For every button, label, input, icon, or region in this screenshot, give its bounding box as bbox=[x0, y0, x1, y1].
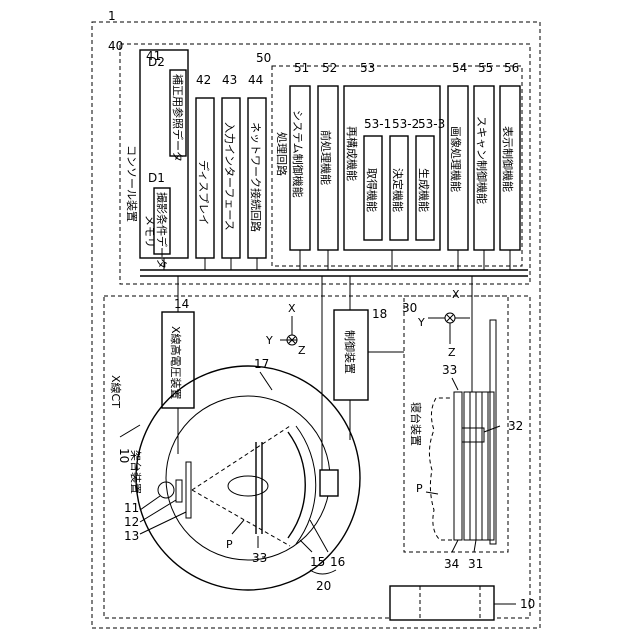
display-label: ディスプレイ bbox=[197, 160, 211, 225]
label-33-gantry: 33 bbox=[252, 551, 267, 565]
label-33-couch: 33 bbox=[442, 363, 457, 377]
label-43: 43 bbox=[222, 73, 237, 87]
label-40: 40 bbox=[108, 39, 123, 53]
correction-ref-label: 補正用参照データ bbox=[171, 74, 185, 162]
label-34: 34 bbox=[444, 557, 459, 571]
label-17: 17 bbox=[254, 357, 269, 371]
preproc-label: 前処理機能 bbox=[319, 130, 333, 185]
label-54: 54 bbox=[452, 61, 467, 75]
axis-z-couch: Z bbox=[448, 346, 456, 359]
axis-y-gantry: Y bbox=[265, 334, 273, 347]
label-p-couch: P bbox=[416, 482, 423, 495]
das-box bbox=[320, 470, 338, 496]
label-d1: D1 bbox=[148, 171, 165, 185]
label-18: 18 bbox=[372, 307, 387, 321]
axis-y-couch: Y bbox=[417, 316, 425, 329]
label-10-bottom: 10 bbox=[520, 597, 535, 611]
label-42: 42 bbox=[196, 73, 211, 87]
bottom-box bbox=[390, 586, 494, 620]
wedge bbox=[176, 480, 182, 502]
label-53: 53 bbox=[360, 61, 375, 75]
label-13: 13 bbox=[124, 529, 139, 543]
display-ctrl-label: 表示制御機能 bbox=[501, 126, 515, 192]
label-20: 20 bbox=[316, 579, 331, 593]
label-10-top: 10 bbox=[117, 448, 131, 463]
label-51: 51 bbox=[294, 61, 309, 75]
label-d2: D2 bbox=[148, 55, 165, 69]
proc-circuit-label: 処理回路 bbox=[275, 132, 288, 176]
label-52: 52 bbox=[322, 61, 337, 75]
patient-on-couch bbox=[429, 398, 452, 540]
label-12: 12 bbox=[124, 515, 139, 529]
recon-label: 再構成機能 bbox=[345, 126, 359, 181]
label-1: 1 bbox=[108, 9, 116, 23]
couch-label: 寝台装置 bbox=[409, 402, 423, 446]
label-44: 44 bbox=[248, 73, 263, 87]
label-50: 50 bbox=[256, 51, 271, 65]
label-53-2: 53-2 bbox=[392, 117, 419, 131]
label-p-gantry: P bbox=[226, 538, 233, 551]
generate-label: 生成機能 bbox=[417, 168, 431, 212]
label-30: 30 bbox=[402, 301, 417, 315]
label-53-3: 53-3 bbox=[418, 117, 445, 131]
console-label: コンソール装置 bbox=[125, 145, 138, 222]
imaging-cond-label: 撮影条件データ bbox=[155, 192, 169, 269]
xray-ct-label: X線CT bbox=[109, 375, 123, 408]
ctrl-dev-label: 制御装置 bbox=[343, 330, 357, 374]
detector-arc bbox=[288, 432, 305, 538]
acquire-label: 取得機能 bbox=[365, 168, 379, 212]
scan-ctrl-label: スキャン制御機能 bbox=[475, 116, 489, 204]
label-55: 55 bbox=[478, 61, 493, 75]
label-15: 15 bbox=[310, 555, 325, 569]
label-14: 14 bbox=[174, 297, 189, 311]
axis-x-gantry: X bbox=[288, 302, 296, 315]
axis-x-couch: X bbox=[452, 288, 460, 301]
label-16: 16 bbox=[330, 555, 345, 569]
label-31: 31 bbox=[468, 557, 483, 571]
sys-ctrl-label: システム制御機能 bbox=[291, 110, 305, 198]
couch-top bbox=[454, 392, 462, 540]
collimator bbox=[186, 462, 191, 518]
input-if-label: 入力インターフェース bbox=[223, 122, 236, 231]
axis-z-gantry: Z bbox=[298, 344, 306, 357]
couch-drive bbox=[462, 428, 484, 442]
label-11: 11 bbox=[124, 501, 139, 515]
couch-rail bbox=[490, 320, 496, 544]
label-53-1: 53-1 bbox=[364, 117, 391, 131]
image-proc-label: 画像処理機能 bbox=[449, 126, 463, 192]
network-if-label: ネットワーク接続回路 bbox=[249, 122, 263, 232]
label-56: 56 bbox=[504, 61, 519, 75]
label-32: 32 bbox=[508, 419, 523, 433]
decide-label: 決定機能 bbox=[391, 168, 405, 212]
